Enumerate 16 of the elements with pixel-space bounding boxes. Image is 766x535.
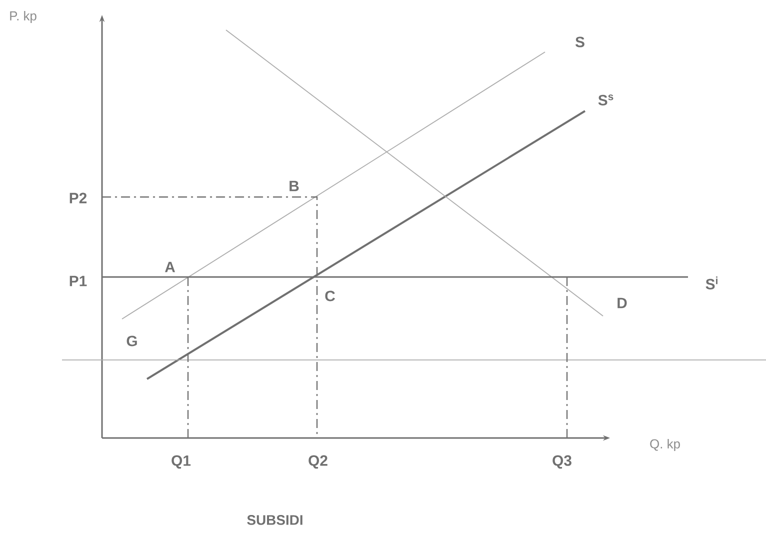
tick-label: Q1 [172, 455, 191, 469]
tick-label: P2 [70, 192, 87, 204]
axis-label: Q. kp [650, 438, 680, 452]
point-label: A [164, 262, 175, 272]
tick-label: P1 [70, 276, 87, 286]
tick-label: Q3 [552, 455, 572, 469]
curve-label: G [126, 336, 137, 346]
axis-label: P. kp [10, 10, 36, 24]
curve-label: D [618, 298, 627, 308]
point-label: B [290, 180, 299, 192]
point-label: C [325, 290, 335, 302]
curve-label: S [575, 36, 584, 48]
curve-label: S$^{s}$ [598, 94, 614, 106]
caption: SUBSIDI [247, 515, 302, 525]
tick-label: Q2 [308, 455, 328, 469]
curve-label: S$^{i}$ [706, 276, 718, 290]
